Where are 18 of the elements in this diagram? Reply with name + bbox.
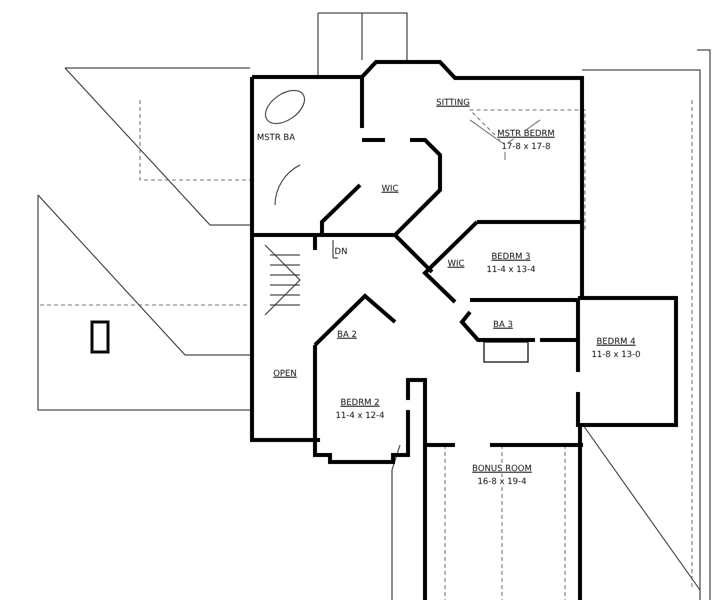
- stair-direction-label: DN: [334, 248, 348, 256]
- room-name: BA 3: [492, 320, 514, 330]
- room-name: MSTR BEDRM: [496, 130, 556, 138]
- room-name: BEDRM 3: [490, 252, 532, 262]
- room-dimensions: 11-4 x 13-4: [485, 266, 537, 274]
- room-name: BA 2: [336, 330, 358, 340]
- room-dimensions: 11-4 x 12-4: [334, 412, 386, 420]
- room-name: WIC: [380, 184, 400, 194]
- room-dimensions: 11-8 x 13-0: [590, 350, 642, 360]
- room-dimensions: 17-8 x 17-8: [500, 142, 552, 152]
- room-name: BONUS ROOM: [471, 464, 533, 474]
- room-name: MSTR BA: [256, 134, 296, 142]
- room-name: BEDRM 4: [595, 338, 637, 346]
- room-name: BEDRM 2: [339, 398, 381, 408]
- room-name: WIC: [446, 260, 466, 268]
- room-name: SITTING: [435, 98, 471, 108]
- room-dimensions: 16-8 x 19-4: [476, 478, 528, 486]
- room-name: OPEN: [272, 370, 298, 378]
